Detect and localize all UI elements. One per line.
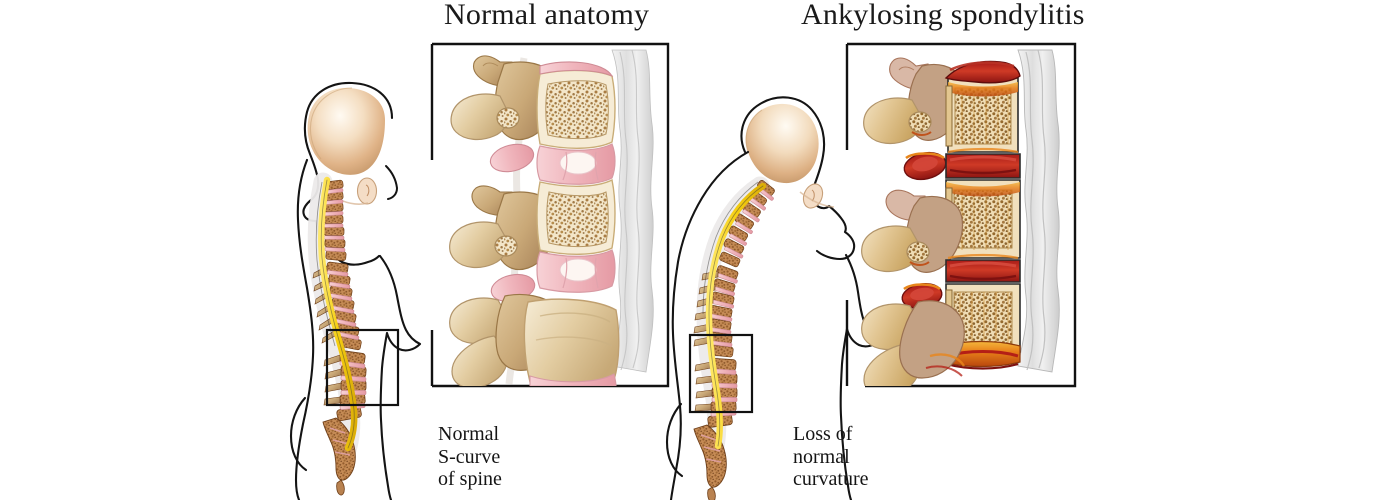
inset-normal-vertebrae: [449, 49, 654, 386]
vertebral-body-top-normal: [536, 61, 616, 149]
sacrum-normal: [322, 417, 356, 496]
vertebra-bottom-posterior-as: [861, 300, 966, 386]
panel-title-ankylosing-spondylitis: Ankylosing spondylitis: [801, 0, 1085, 31]
fused-disc-2-as: [945, 253, 1021, 283]
spine-cervical-normal: [323, 179, 347, 261]
body-figure-as: [665, 96, 882, 500]
vertebra-mid-posterior-as: [861, 189, 964, 310]
caption-normal-s-curve: Normal S-curve of spine: [438, 423, 502, 490]
vertebral-body-mid-normal: [536, 178, 616, 255]
highlight-box-as-lumbar: [688, 333, 754, 414]
vertebral-body-bottom-as: [943, 283, 1021, 370]
inset-frame-as: [845, 42, 1077, 388]
inset-as-vertebrae: [861, 49, 1060, 386]
vertebral-body-mid-as: [945, 179, 1021, 259]
fused-disc-1-as: [945, 147, 1021, 179]
vertebra-top-posterior-as: [863, 57, 966, 181]
intervertebral-disc-2-normal: [536, 249, 616, 293]
panel-normal: [289, 42, 670, 500]
vertebral-body-top-as: [944, 60, 1021, 153]
spine-cervical-as: [719, 180, 775, 268]
vertebra-bottom-normal: [449, 293, 620, 386]
intervertebral-disc-1-normal: [536, 143, 616, 185]
panel-title-normal: Normal anatomy: [444, 0, 650, 31]
body-figure-normal: [289, 81, 422, 500]
panel-ankylosing-spondylitis: [665, 42, 1077, 500]
highlight-box-normal-lumbar: [325, 328, 400, 407]
caption-loss-of-curvature: Loss of normal curvature: [793, 423, 869, 490]
inflamed-facet-joint-1: [903, 151, 947, 181]
